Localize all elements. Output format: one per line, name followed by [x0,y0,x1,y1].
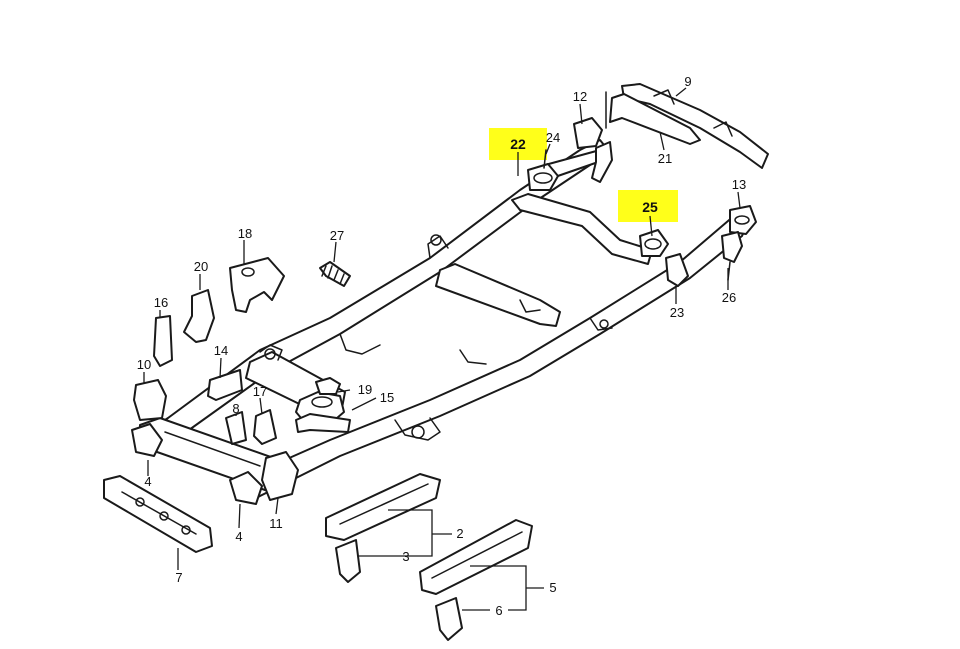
label-10: 10 [137,357,151,372]
bracket-17 [253,409,277,445]
label-4-right: 4 [235,529,242,544]
label-12: 12 [573,89,587,104]
label-16: 16 [154,295,168,310]
skid-plate-7 [103,475,213,553]
chassis-frame [131,117,757,505]
label-27: 27 [330,228,344,243]
label-3: 3 [402,549,409,564]
label-6: 6 [495,603,502,618]
bracket-20 [183,289,215,343]
label-20: 20 [194,259,208,274]
label-5: 5 [549,580,556,595]
side-member-5 [419,519,533,641]
label-14: 14 [214,343,228,358]
label-22: 22 [510,136,526,152]
label-18: 18 [238,226,252,241]
bolt-27 [319,261,351,287]
label-24: 24 [546,130,560,145]
side-member-2 [325,473,441,583]
label-26: 26 [722,290,736,305]
bracket-18 [229,257,285,313]
label-21: 21 [658,151,672,166]
label-11: 11 [269,516,283,531]
label-13: 13 [732,177,746,192]
label-4-left: 4 [144,474,151,489]
label-9: 9 [684,74,691,89]
label-8: 8 [232,401,239,416]
part-labels: 9 12 21 13 22 24 25 23 26 18 27 20 16 14… [137,74,746,618]
label-23: 23 [670,305,684,320]
bracket-14 [207,369,243,401]
mount-15 [295,413,351,433]
label-19: 19 [358,382,372,397]
label-7: 7 [175,570,182,585]
bracket-16 [153,315,173,367]
label-17: 17 [253,384,267,399]
leader-lines [143,87,741,611]
label-2: 2 [456,526,463,541]
rear-tow-arm [605,83,769,169]
bracket-8 [225,411,247,445]
label-15: 15 [380,390,394,405]
label-25: 25 [642,199,658,215]
highlight-box-25 [618,190,678,222]
